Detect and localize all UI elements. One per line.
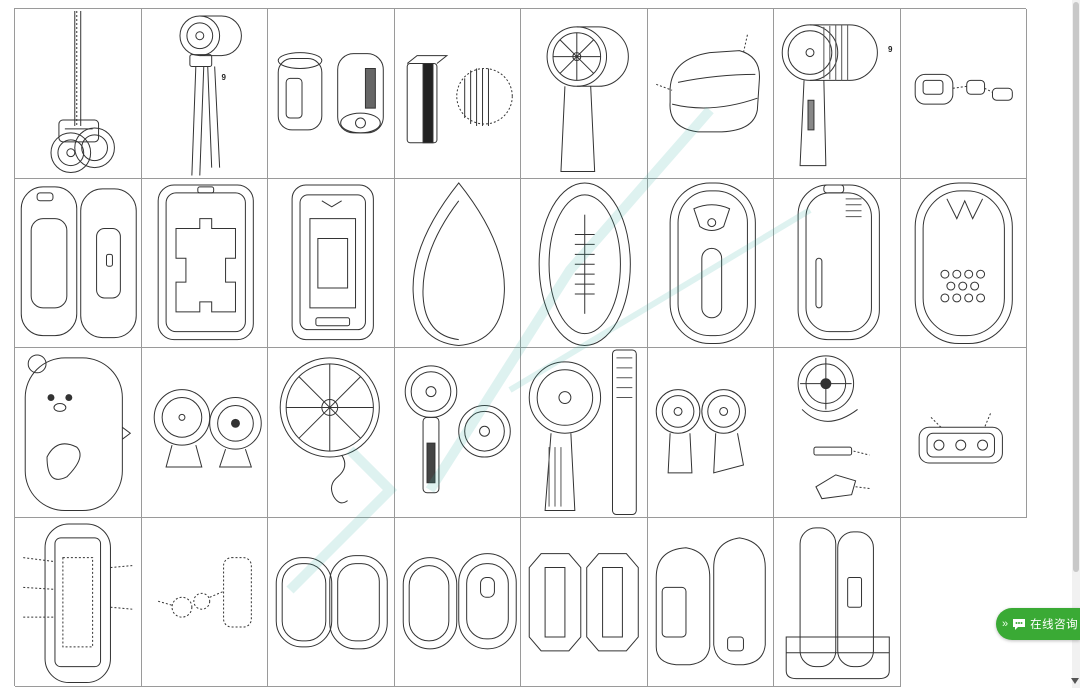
- folding-handheld-fan-icon: [521, 348, 647, 517]
- grid-cell[interactable]: [647, 9, 774, 179]
- grid-cell[interactable]: 9: [141, 9, 268, 179]
- grid-cell[interactable]: [394, 178, 521, 348]
- grid-cell[interactable]: [647, 178, 774, 348]
- battery-pack-detail-icon: [395, 9, 521, 178]
- chevron-right-icon: »: [1002, 618, 1009, 630]
- two-handheld-fans-icon: [395, 348, 521, 517]
- rounded-case-icon: [648, 9, 774, 178]
- grid-cell[interactable]: [774, 517, 901, 687]
- lanyard-fan-icon: [142, 9, 268, 178]
- grid-cell[interactable]: [521, 517, 648, 687]
- grid-cell[interactable]: [394, 9, 521, 179]
- grid-cell[interactable]: [15, 517, 142, 687]
- neck-fan-lanyard-icon: [15, 9, 141, 178]
- grid-cell[interactable]: [774, 178, 901, 348]
- figure-label: 9: [221, 73, 226, 82]
- grid-cell[interactable]: [394, 517, 521, 687]
- internal-layout-icon: [15, 518, 141, 687]
- grid-cell[interactable]: [141, 348, 268, 518]
- grid-cell[interactable]: [521, 9, 648, 179]
- football-shape-icon: [521, 179, 647, 348]
- grid-cell[interactable]: [647, 517, 774, 687]
- oval-case-pair-icon: [395, 518, 521, 687]
- capsule-case-icon: [774, 179, 900, 348]
- grid-cell[interactable]: [394, 348, 521, 518]
- grid-cell[interactable]: [268, 9, 395, 179]
- circuit-power-bank-icon: [142, 179, 268, 348]
- exploded-clip-fan-icon: [774, 348, 900, 517]
- soft-case-pair-icon: [268, 518, 394, 687]
- grid-cell[interactable]: [268, 517, 395, 687]
- grid-cell[interactable]: [15, 348, 142, 518]
- grid-cell[interactable]: [15, 178, 142, 348]
- clip-fan-exploded-icon: [268, 9, 394, 178]
- bear-case-icon: [15, 348, 141, 517]
- charging-dock-icon: [774, 518, 900, 687]
- patent-drawing-grid: 9: [14, 8, 1027, 687]
- bullet-case-pair-icon: [648, 518, 774, 687]
- rugged-power-bank-icon: [268, 179, 394, 348]
- octagon-case-pair-icon: [521, 518, 647, 687]
- grid-cell[interactable]: [521, 178, 648, 348]
- grid-cell[interactable]: [268, 178, 395, 348]
- grid-cell[interactable]: [900, 9, 1027, 179]
- leaf-pattern-case-icon: [901, 179, 1027, 348]
- chat-bubble-icon: [1013, 619, 1026, 630]
- grid-cell[interactable]: [15, 9, 142, 179]
- grid-cell[interactable]: [141, 517, 268, 687]
- grid-cell[interactable]: [268, 348, 395, 518]
- empty-cell: [900, 517, 1027, 687]
- vertical-scrollbar[interactable]: [1071, 0, 1080, 688]
- hook-fan-icon: [268, 348, 394, 517]
- bull-face-case-icon: [648, 179, 774, 348]
- handheld-fan-icon: [521, 9, 647, 178]
- chat-button-label: 在线咨询: [1030, 617, 1079, 631]
- stand-fan-pair-icon: [648, 348, 774, 517]
- grid-cell[interactable]: [900, 348, 1027, 518]
- grid-cell[interactable]: [141, 178, 268, 348]
- case-pair-icon: [15, 179, 141, 348]
- grid-cell[interactable]: [647, 348, 774, 518]
- speaker-exploded-icon: [901, 348, 1027, 517]
- egg-shape-icon: [395, 179, 521, 348]
- exploded-small-parts-icon: [901, 9, 1027, 178]
- desk-fan-pair-icon: [142, 348, 268, 517]
- online-consult-button[interactable]: » 在线咨询: [996, 608, 1080, 640]
- figure-label: 9: [888, 45, 893, 54]
- grid-cell[interactable]: [774, 348, 901, 518]
- scroll-down-arrow-icon[interactable]: [1071, 678, 1079, 684]
- exploded-parts-icon: [142, 518, 268, 687]
- striped-handheld-fan-icon: [774, 9, 900, 178]
- grid-cell[interactable]: 9: [774, 9, 901, 179]
- grid-cell[interactable]: [900, 178, 1027, 348]
- scrollbar-thumb[interactable]: [1073, 2, 1079, 572]
- grid-cell[interactable]: [521, 348, 648, 518]
